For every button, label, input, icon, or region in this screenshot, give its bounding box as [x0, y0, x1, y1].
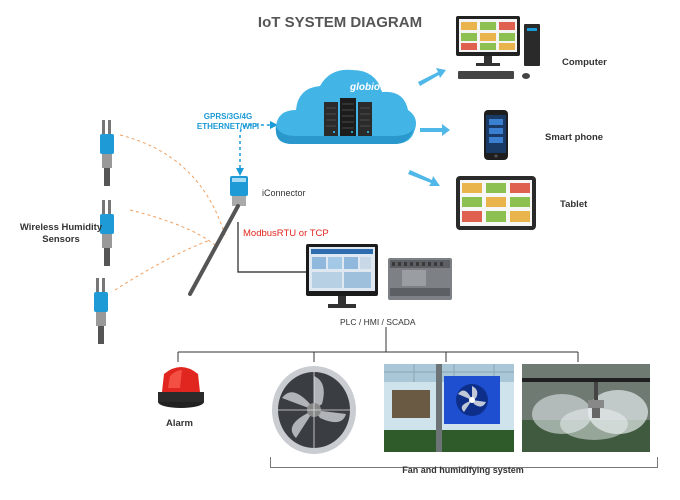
sensors-label: Wireless Humidity Sensors	[19, 222, 103, 245]
iconnector-label: iConnector	[262, 188, 306, 198]
tablet-icon	[456, 176, 536, 230]
smartphone-icon	[484, 110, 508, 160]
plc-hmi-icon	[306, 244, 452, 308]
tablet-label: Tablet	[560, 199, 588, 210]
alarm-icon	[158, 367, 204, 408]
iconnector-icon	[188, 176, 248, 296]
cloud-link	[239, 124, 270, 168]
plc-label: PLC / HMI / SCADA	[340, 317, 416, 327]
server-icon	[324, 98, 372, 136]
humidity-sensor-icon	[94, 278, 108, 344]
humidity-sensor-icon	[100, 200, 114, 266]
greenhouse-fan-photo	[384, 364, 514, 452]
cloud-link-arrow	[270, 121, 278, 129]
smartphone-label: Smart phone	[545, 132, 604, 143]
axial-fan-icon	[272, 366, 356, 454]
wireless-link-1	[119, 134, 226, 236]
fan-system-label: Fan and humidifying system	[402, 465, 524, 475]
cloud-brand-label: globiots	[350, 82, 389, 93]
connector-link-arrow	[236, 168, 244, 176]
modbus-label: ModbusRTU or TCP	[243, 228, 329, 239]
fan-system-bracket	[270, 457, 658, 468]
device-arrows	[408, 68, 450, 186]
wireless-link-3	[114, 239, 211, 291]
alarm-label: Alarm	[166, 418, 193, 429]
cloud-icon	[275, 69, 416, 144]
wireless-link-2	[129, 209, 216, 246]
diagram-title: IoT SYSTEM DIAGRAM	[257, 14, 423, 31]
mist-humidifier-photo	[522, 364, 650, 452]
computer-label: Computer	[562, 57, 607, 68]
cloud-protocol-label: GPRS/3G/4G ETHERNET/WIFI	[196, 112, 260, 131]
modbus-line	[237, 222, 306, 273]
humidity-sensor-icon	[100, 120, 114, 186]
computer-icon	[456, 16, 540, 79]
